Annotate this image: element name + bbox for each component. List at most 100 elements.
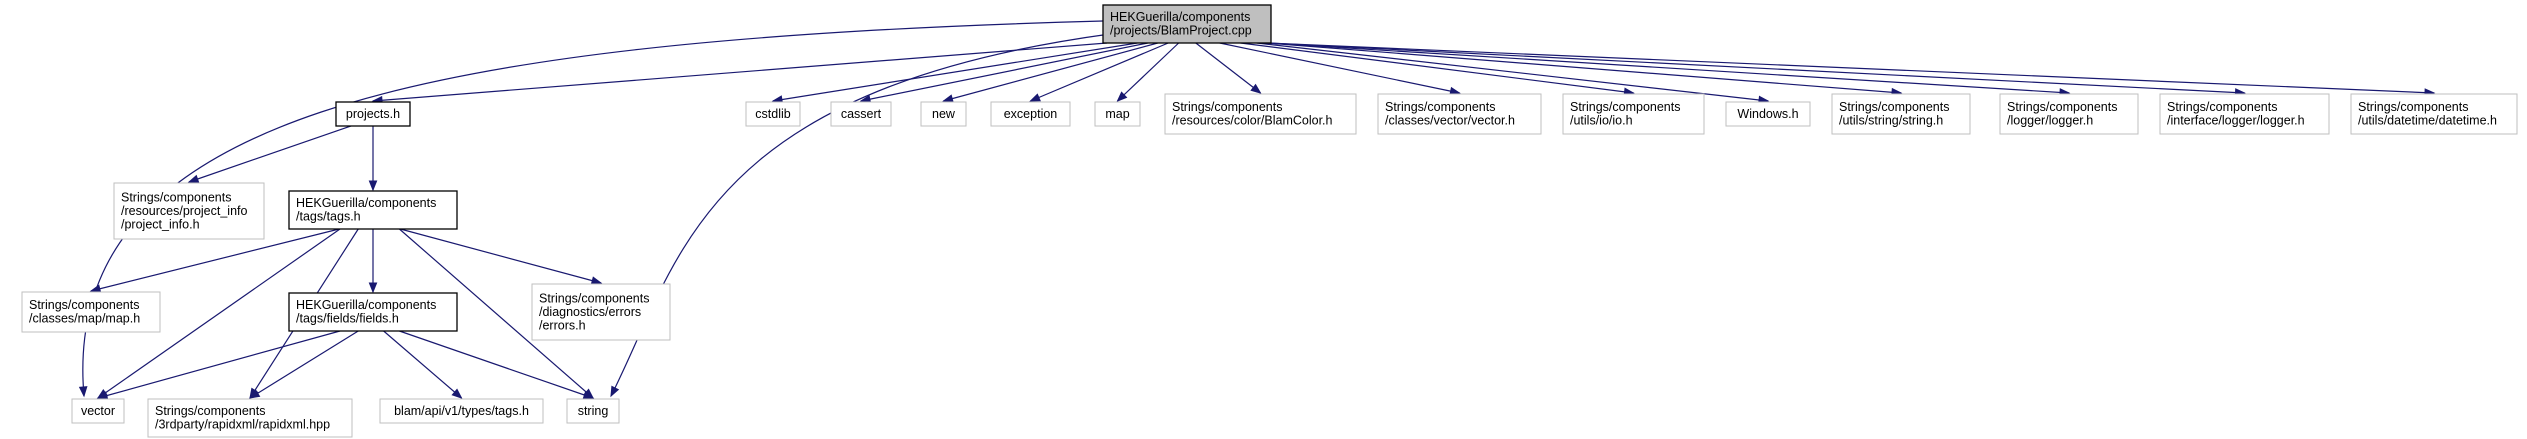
edge-fields_h-to-string — [399, 330, 595, 399]
node-label-line: exception — [1004, 107, 1058, 121]
node-label-line: /utils/string/string.h — [1839, 114, 1943, 128]
node-label-line: Strings/components — [29, 298, 139, 312]
node-cstdlib: cstdlib — [745, 101, 801, 127]
edge-projects_h-to-tags_h — [368, 126, 378, 192]
edge-arrowhead — [1029, 93, 1041, 102]
node-label-line: /classes/vector/vector.h — [1385, 114, 1515, 128]
node-new: new — [920, 101, 967, 127]
node-exception: exception — [990, 101, 1071, 127]
node-box — [113, 182, 265, 240]
node-datetime-h: Strings/components/utils/datetime/dateti… — [2350, 93, 2518, 135]
node-rapidxml: Strings/components/3rdparty/rapidxml/rap… — [147, 398, 353, 438]
edge-arrowhead — [368, 282, 378, 294]
edge-line — [400, 228, 602, 284]
edge-fields_h-to-rapidxml — [248, 330, 359, 399]
node-label-line: string — [578, 404, 609, 418]
node-types-tags-h: blam/api/v1/types/tags.h — [379, 398, 544, 424]
node-box — [1725, 101, 1811, 127]
edge-root-to-vector_h — [1219, 42, 1461, 96]
node-box — [2350, 93, 2518, 135]
edge-arrowhead — [89, 284, 102, 293]
edge-arrowhead — [942, 94, 954, 103]
node-box — [2159, 93, 2330, 135]
node-errors-h: Strings/components/diagnostics/errors/er… — [531, 283, 671, 341]
edge-line — [249, 330, 359, 399]
node-label-line: Strings/components — [2007, 100, 2117, 114]
node-root[interactable]: HEKGuerilla/components/projects/BlamProj… — [1102, 4, 1272, 44]
edge-line — [97, 330, 341, 399]
edge-line — [943, 42, 1158, 102]
edge-root-to-map — [1116, 42, 1180, 102]
node-label-line: cassert — [841, 107, 882, 121]
node-box — [1102, 4, 1272, 44]
node-label-line: /3rdparty/rapidxml/rapidxml.hpp — [155, 418, 330, 432]
edge-arrowhead — [1250, 83, 1262, 94]
node-box — [920, 101, 967, 127]
node-box — [379, 398, 544, 424]
node-projects-h[interactable]: projects.h — [335, 101, 411, 127]
node-windows-h: Windows.h — [1725, 101, 1811, 127]
node-box — [990, 101, 1071, 127]
node-label-line: /resources/color/BlamColor.h — [1172, 114, 1333, 128]
edge-line — [1117, 42, 1180, 102]
edge-line — [1266, 42, 2070, 94]
node-map-h: Strings/components/classes/map/map.h — [21, 291, 161, 333]
node-label-line: /project_info.h — [121, 217, 200, 231]
node-box — [21, 291, 161, 333]
node-label-line: /classes/map/map.h — [29, 312, 140, 326]
edge-arrowhead — [582, 390, 595, 399]
node-vector: vector — [71, 398, 125, 424]
edge-root-to-iface_logger_h — [1266, 42, 2246, 97]
node-map: map — [1094, 101, 1141, 127]
edge-line — [383, 330, 462, 399]
node-string-h: Strings/components/utils/string/string.h — [1831, 93, 1971, 135]
node-box — [1831, 93, 1971, 135]
edge-root-to-cassert — [859, 42, 1148, 104]
node-iface-logger-h: Strings/components/interface/logger/logg… — [2159, 93, 2330, 135]
edge-line — [610, 33, 1111, 397]
edge-projects_h-to-project_info_h — [187, 125, 352, 183]
node-label-line: Strings/components — [1385, 100, 1495, 114]
node-label-line: HEKGuerilla/components — [296, 196, 436, 210]
edge-root-to-string_h — [1266, 42, 1903, 97]
node-box — [830, 101, 892, 127]
edge-line — [97, 228, 341, 399]
node-fields-h[interactable]: HEKGuerilla/components/tags/fields/field… — [288, 292, 458, 332]
node-label-line: Strings/components — [155, 404, 265, 418]
node-label-line: Strings/components — [1172, 100, 1282, 114]
node-label-line: Windows.h — [1737, 107, 1798, 121]
edge-fields_h-to-types_tags_h — [383, 330, 463, 399]
node-label-line: Strings/components — [2358, 100, 2468, 114]
edge-arrowhead — [1116, 91, 1128, 102]
node-label-line: /interface/logger/logger.h — [2167, 114, 2305, 128]
edge-root-to-blamcolor — [1195, 42, 1262, 94]
edge-line — [772, 42, 1138, 102]
node-label-line: /logger/logger.h — [2007, 114, 2093, 128]
node-label-line: /tags/fields/fields.h — [296, 312, 399, 326]
node-label-line: Strings/components — [121, 190, 231, 204]
nodes-layer: HEKGuerilla/components/projects/BlamProj… — [21, 4, 2518, 438]
edge-arrowhead — [590, 276, 603, 285]
node-label-line: Strings/components — [2167, 100, 2277, 114]
edge-root-to-logger_h — [1266, 42, 2071, 97]
node-label-line: HEKGuerilla/components — [1110, 10, 1250, 24]
node-box — [566, 398, 620, 424]
node-label-line: vector — [81, 404, 115, 418]
node-tags-h[interactable]: HEKGuerilla/components/tags/tags.h — [288, 190, 458, 230]
edge-line — [82, 20, 1104, 397]
node-label-line: new — [932, 107, 956, 121]
node-box — [1562, 93, 1705, 135]
edge-line — [1219, 42, 1460, 94]
node-label-line: /projects/BlamProject.cpp — [1110, 24, 1252, 38]
edge-arrowhead — [187, 174, 200, 183]
edge-arrowhead — [248, 389, 261, 399]
edge-line — [90, 228, 340, 292]
node-blamcolor: Strings/components/resources/color/BlamC… — [1164, 93, 1357, 135]
node-label-line: cstdlib — [755, 107, 790, 121]
node-label-line: HEKGuerilla/components — [296, 298, 436, 312]
edge-line — [399, 228, 594, 399]
edge-arrowhead — [451, 388, 463, 399]
node-box — [288, 292, 458, 332]
edge-line — [1240, 42, 1634, 94]
